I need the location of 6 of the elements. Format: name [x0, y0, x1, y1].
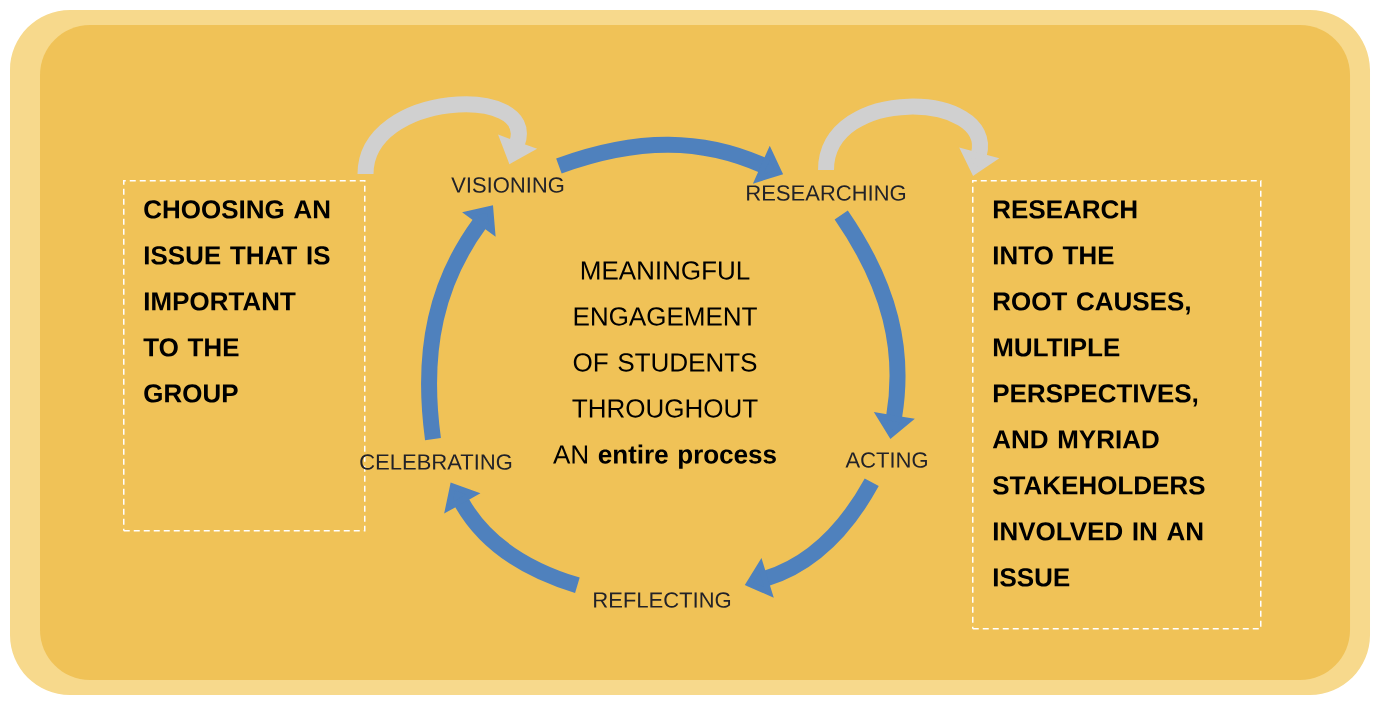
stage-label: VISIONING	[451, 177, 564, 193]
stage-label: ACTING	[845, 452, 927, 468]
stage-label: RESEARCHING	[747, 185, 906, 201]
center-text: MEANINGFUL ENGAGEMENT OF STUDENTS THROUGHOUT AN entire process	[553, 261, 776, 469]
stage-label: REFLECTING	[594, 592, 731, 608]
text-box: RESEARCH INTO THE ROOT CAUSES, MULTIPLE PERSPECTIVES, AND MYRIAD STAKEHOLDERS INVOLVED IN AN ISSUE	[972, 180, 1262, 630]
